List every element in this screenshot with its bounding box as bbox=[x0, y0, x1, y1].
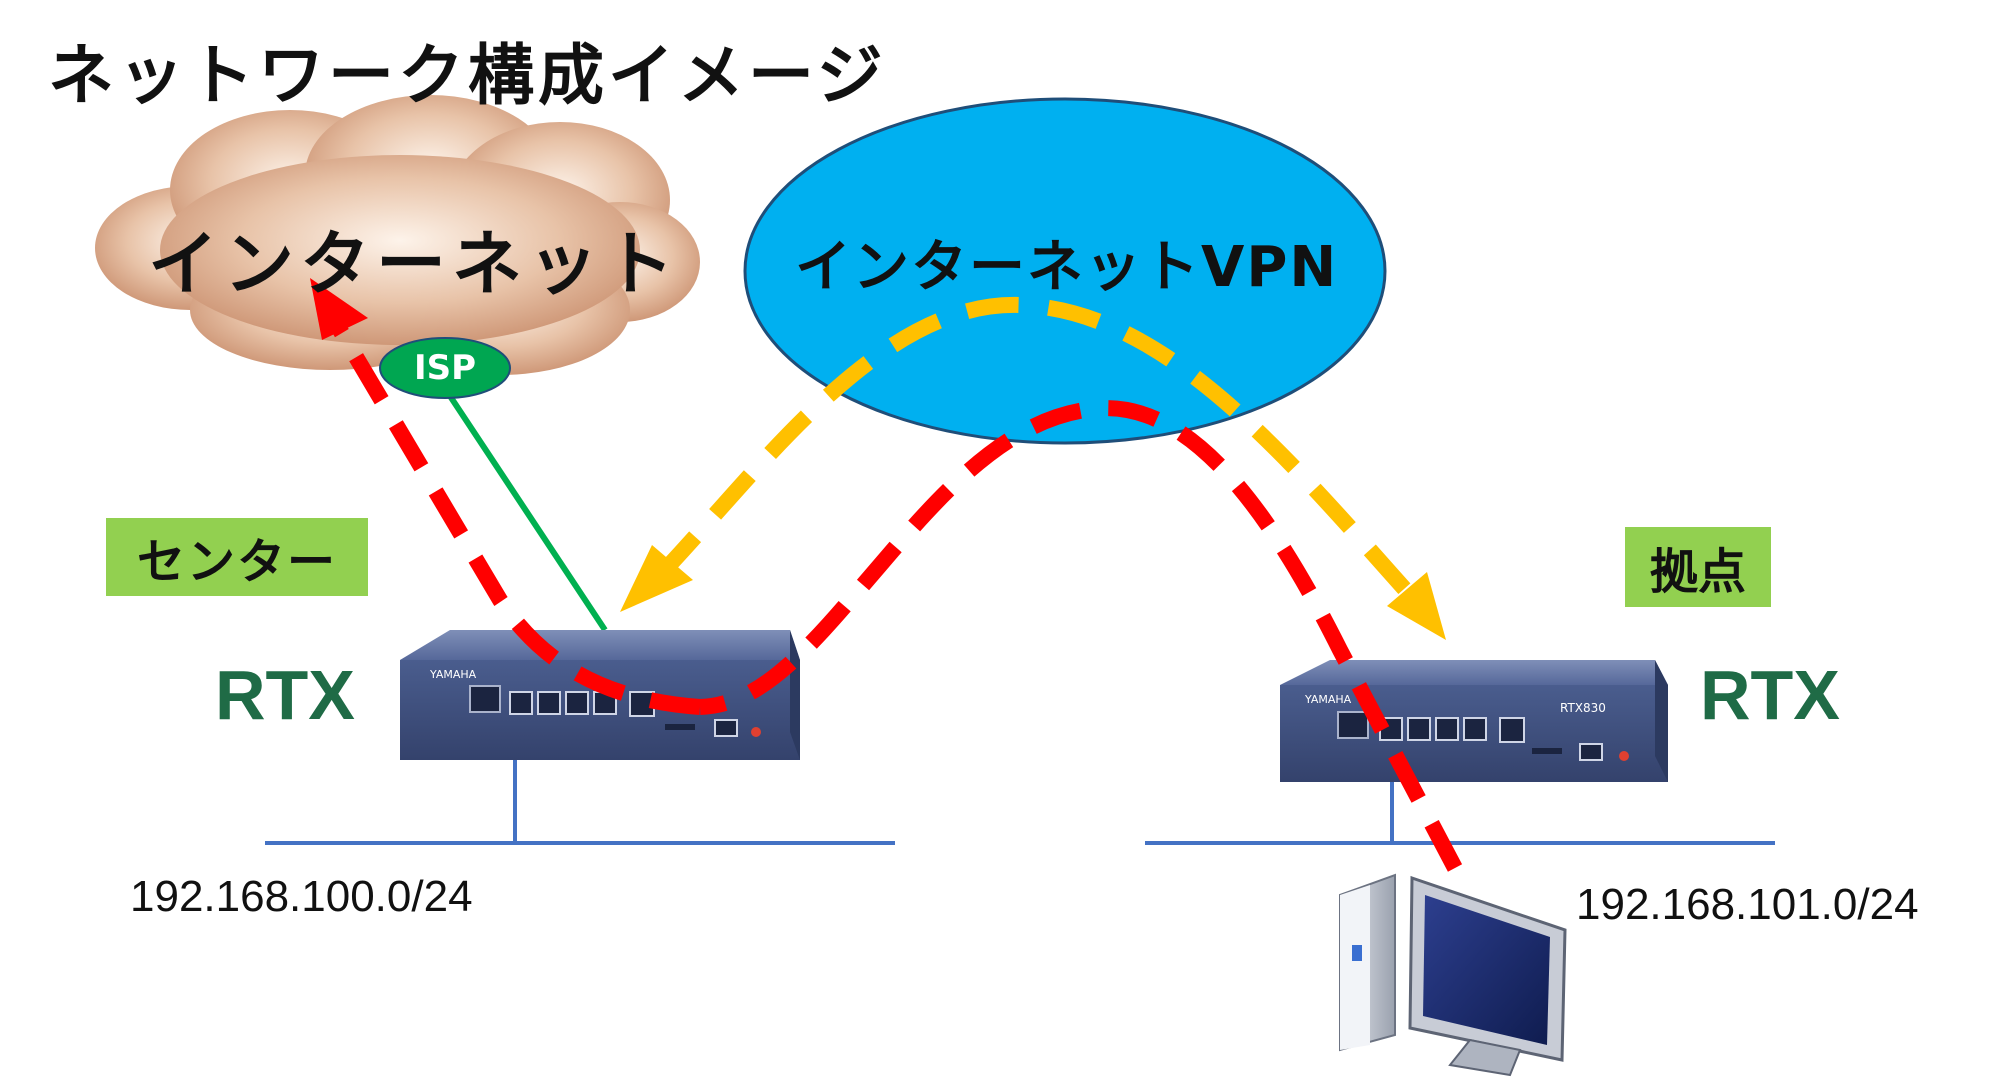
isp-link-line bbox=[445, 391, 608, 632]
vpn-traffic-path bbox=[699, 400, 1463, 872]
center-router: YAMAHA bbox=[400, 630, 800, 760]
center-site-label: センター bbox=[106, 518, 368, 596]
branch-router: YAMAHA RTX830 bbox=[1280, 660, 1668, 782]
branch-rtx-label: RTX bbox=[1700, 656, 1840, 734]
isp-label: ISP bbox=[413, 348, 477, 388]
branch-router-model: RTX830 bbox=[1560, 701, 1606, 715]
internet-vpn-label: インターネットVPN bbox=[795, 235, 1339, 300]
center-rtx-label: RTX bbox=[215, 656, 355, 734]
isp-ellipse bbox=[379, 337, 511, 399]
branch-subnet: 192.168.101.0/24 bbox=[1576, 880, 1919, 929]
page-title: ネットワーク構成イメージ bbox=[48, 37, 887, 114]
vpn-ellipse bbox=[743, 97, 1387, 445]
vpn-tunnel-path bbox=[620, 296, 1446, 640]
branch-router-brand: YAMAHA bbox=[1304, 693, 1352, 706]
branch-site-label: 拠点 bbox=[1625, 527, 1771, 607]
center-router-brand: YAMAHA bbox=[429, 668, 477, 681]
internet-label: インターネット bbox=[148, 223, 680, 305]
center-subnet: 192.168.100.0/24 bbox=[130, 872, 473, 921]
internet-breakout-path bbox=[310, 278, 701, 715]
pc-icon bbox=[1339, 873, 1567, 1077]
